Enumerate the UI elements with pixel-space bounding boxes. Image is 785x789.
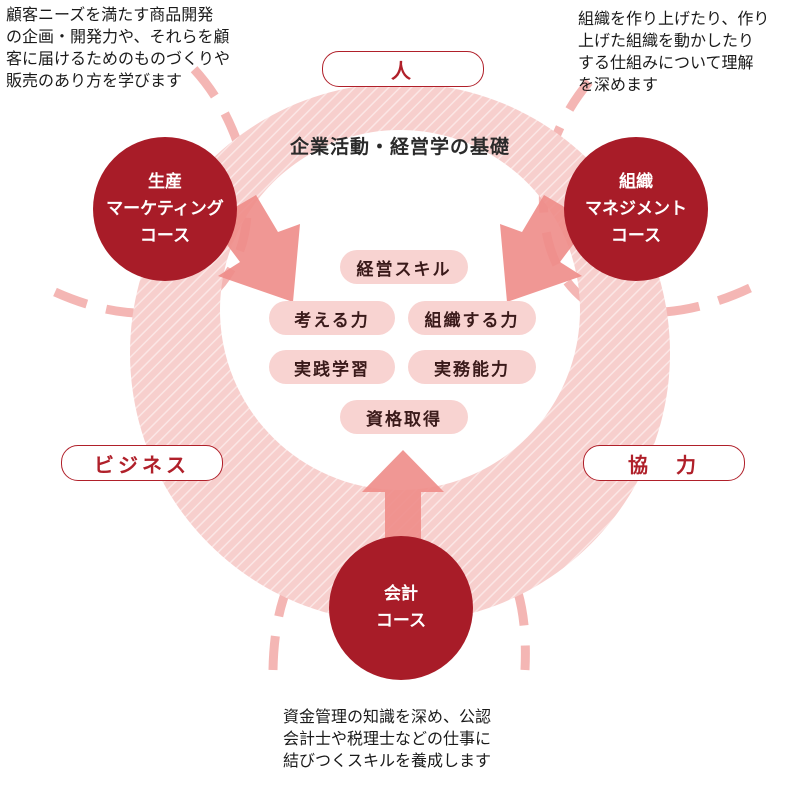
course-line: マネジメント [585, 198, 687, 219]
organization-course-description: 組織を作り上げたり、作り 上げた組織を動かしたり する仕組みについて理解 を深め… [578, 9, 770, 94]
skill-certification: 資格取得 [340, 400, 468, 434]
skill-thinking: 考える力 [269, 301, 395, 335]
course-line: 組織 [619, 171, 653, 192]
label-cooperation: 協 力 [583, 445, 745, 481]
accounting-course: 会計 コース [329, 536, 473, 680]
label-business: ビジネス [61, 445, 223, 481]
course-line: 生産 [148, 171, 182, 192]
skill-management: 経営スキル [340, 250, 468, 284]
course-line: 会計 [384, 584, 418, 604]
ring-title: 企業活動・経営学の基礎 [289, 136, 510, 158]
course-line: コース [610, 225, 662, 246]
label-people: 人 [322, 51, 484, 87]
production-marketing-course: 生産 マーケティング コース [93, 137, 237, 281]
foundation-ring [130, 83, 671, 623]
skill-practical-learning: 実践学習 [269, 350, 395, 384]
arrow-from-accounting [362, 450, 444, 548]
course-line: マーケティング [106, 198, 224, 219]
skill-organizing: 組織する力 [408, 301, 536, 335]
skill-business-ability: 実務能力 [408, 350, 536, 384]
production-course-description: 顧客ニーズを満たす商品開発 の企画・開発力や、それらを顧 客に届けるためのものづ… [6, 5, 231, 90]
course-line: コース [375, 611, 427, 631]
course-line: コース [139, 225, 191, 246]
organization-management-course: 組織 マネジメント コース [564, 137, 708, 281]
accounting-course-description: 資金管理の知識を深め、公認 会計士や税理士などの仕事に 結びつくスキルを養成しま… [283, 707, 492, 770]
